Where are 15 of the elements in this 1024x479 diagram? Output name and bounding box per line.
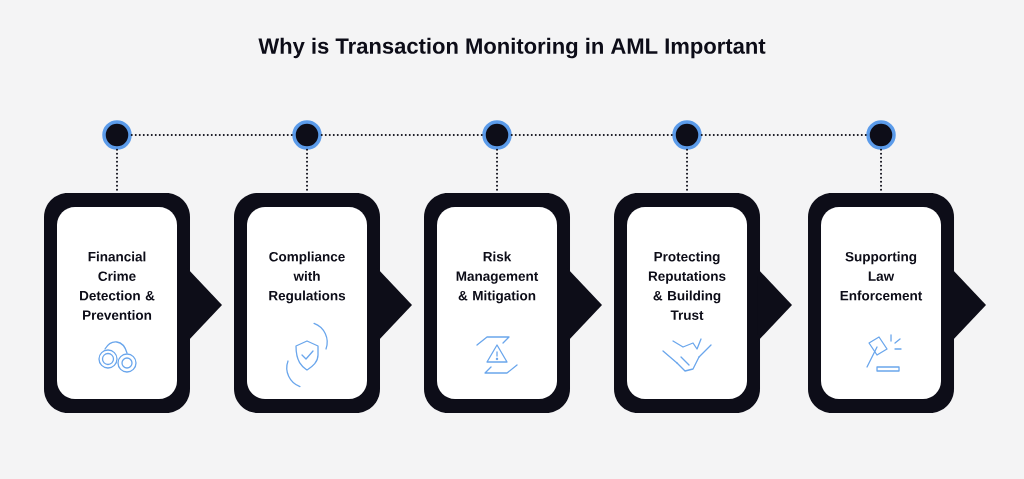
dotted-connector <box>880 148 882 194</box>
dotted-connector <box>686 148 688 194</box>
timeline-dot <box>482 120 512 150</box>
timeline-dot <box>672 120 702 150</box>
dotted-connector <box>496 148 498 194</box>
timeline-dot <box>102 120 132 150</box>
dotted-connector <box>700 134 868 136</box>
dotted-connector <box>510 134 674 136</box>
dotted-connector <box>306 148 308 194</box>
dotted-connector <box>130 134 294 136</box>
dotted-connector <box>116 148 118 194</box>
title: Why is Transaction Monitoring in AML Important <box>258 37 766 59</box>
timeline-dot <box>866 120 896 150</box>
dotted-connector <box>320 134 484 136</box>
timeline-dot <box>292 120 322 150</box>
